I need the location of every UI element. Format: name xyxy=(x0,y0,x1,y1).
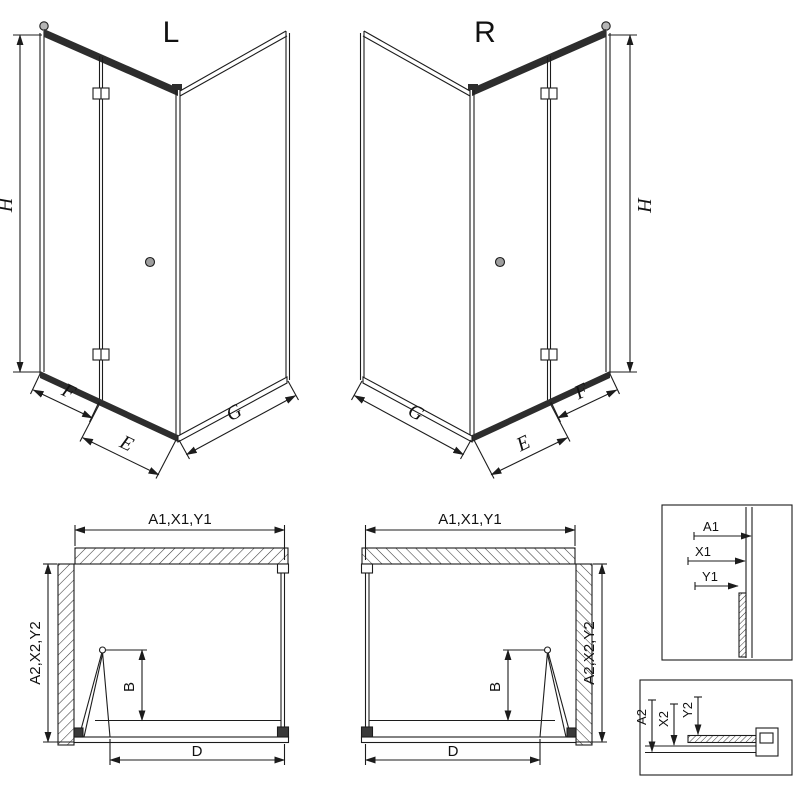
detail-a2-label: A2 xyxy=(634,709,649,725)
plan-right-depth-label: A2,X2,Y2 xyxy=(581,621,598,684)
detail-y2-label: Y2 xyxy=(680,702,695,718)
dim-h-left-label: H xyxy=(0,196,17,213)
plan-left-width-label: A1,X1,Y1 xyxy=(148,511,211,528)
detail-y1-label: Y1 xyxy=(702,569,718,584)
detail-a1-label: A1 xyxy=(703,519,719,534)
plan-left-d-label: D xyxy=(192,743,203,760)
detail-x1-label: X1 xyxy=(695,544,711,559)
view-right-label: R xyxy=(474,16,496,49)
plan-right-d-label: D xyxy=(448,743,459,760)
view-left-label: L xyxy=(163,16,180,49)
plan-right-width-label: A1,X1,Y1 xyxy=(438,511,501,528)
plan-right-b-label: B xyxy=(487,682,504,692)
plan-left-b-label: B xyxy=(121,682,138,692)
detail-x2-label: X2 xyxy=(656,711,671,727)
plan-left-depth-label: A2,X2,Y2 xyxy=(27,621,44,684)
detail-width-view xyxy=(662,505,792,660)
dim-h-right-label: H xyxy=(633,197,655,214)
